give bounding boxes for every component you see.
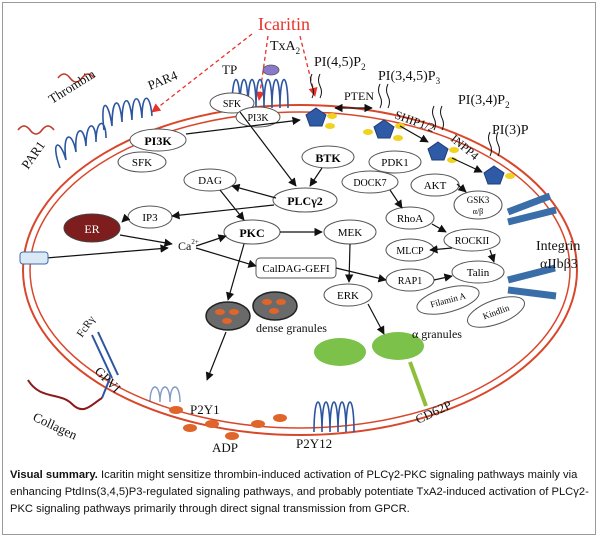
- txa2-label: TxA2: [270, 39, 300, 56]
- pi345p3-label: PI(3,4,5)P3: [378, 69, 441, 86]
- collagen-label: Collagen: [31, 409, 80, 443]
- p2y12-receptor: [313, 401, 355, 433]
- collagen-fiber: [27, 379, 103, 410]
- fcrg-label: FcRγ: [75, 314, 98, 340]
- thrombin-label: Thrombin: [46, 66, 98, 107]
- btk-text: BTK: [315, 151, 341, 165]
- pdk1-node: [368, 150, 422, 174]
- par4-label: PAR4: [146, 67, 180, 93]
- p2y12-label: P2Y12: [296, 436, 332, 451]
- pi45p2-label: PI(4,5)P2: [314, 55, 366, 72]
- signaling-arrows: [121, 111, 496, 381]
- dag-node: [183, 168, 237, 192]
- calcium-channel: [19, 251, 49, 265]
- icaritin-arrow-par: [151, 33, 253, 113]
- caption-title: Visual summary.: [10, 469, 98, 481]
- talin-node: [451, 260, 505, 284]
- p2y1-receptor: [149, 386, 181, 403]
- plcg2-text: PLCγ2: [287, 194, 323, 208]
- sfk-par-text: SFK: [132, 157, 152, 169]
- gsk3-text: GSK3: [467, 195, 490, 205]
- integrin-subunit-label: αIIbβ3: [540, 257, 578, 272]
- cd62p-receptor: [408, 361, 428, 407]
- gpvi-receptor: [91, 331, 119, 399]
- pi3k-tp-text: PI3K: [247, 113, 269, 124]
- pi34p2-molecule: [427, 105, 459, 163]
- rhoa-node: [385, 206, 435, 230]
- par4-receptor: [102, 97, 153, 131]
- er-to-ca-arrow: [119, 234, 173, 247]
- rhoa-text: RhoA: [397, 213, 423, 225]
- dense-granules-label: dense granules: [256, 321, 327, 335]
- pten-label: PTEN: [344, 89, 374, 103]
- sfk-par-node: [117, 151, 167, 173]
- dense-granule-2: [252, 291, 298, 321]
- icaritin-label: Icaritin: [258, 14, 310, 34]
- channel-arrow: [45, 244, 169, 259]
- pi3k-par-text: PI3K: [144, 134, 172, 148]
- ip3-text: IP3: [142, 212, 158, 224]
- erk-text: ERK: [337, 290, 359, 302]
- txa2-ligand: [262, 64, 280, 76]
- dense-granule-1: [205, 301, 251, 331]
- rockii-node: [443, 228, 501, 252]
- ca-text: Ca2+: [178, 238, 199, 253]
- par1-label: PAR1: [18, 138, 48, 172]
- btk-node: [301, 145, 355, 169]
- p2y1-label: P2Y1: [190, 402, 220, 417]
- akt-text: AKT: [424, 180, 447, 192]
- rockii-text: ROCKII: [455, 236, 489, 247]
- gsk3-sub-text: α/β: [473, 207, 483, 216]
- icaritin-arrow-tp: [255, 35, 269, 101]
- thrombin-wave-2: [17, 125, 55, 135]
- sfk-tp-text: SFK: [223, 99, 242, 110]
- tp-label: TP: [222, 62, 237, 77]
- pdk1-text: PDK1: [381, 157, 409, 169]
- pi3k-par-node: [129, 128, 187, 152]
- pip3-molecule: [363, 83, 405, 141]
- er-text: ER: [84, 222, 99, 236]
- gpvi-label: GPVI: [92, 364, 124, 396]
- cell-membrane-outer: [22, 104, 578, 436]
- pi3p-molecule: [483, 131, 515, 185]
- cd62p-label: CD62P: [413, 397, 454, 427]
- sfk-tp-node: [209, 92, 255, 114]
- inpp4-arrow: [451, 157, 483, 173]
- mlcp-text: MLCP: [396, 246, 424, 257]
- adp-label: ADP: [212, 440, 238, 455]
- talin-text: Talin: [467, 267, 490, 279]
- mek-text: MEK: [338, 227, 363, 239]
- figure-caption: Visual summary. Icaritin might sensitize…: [10, 467, 592, 518]
- filamin-node: [416, 285, 480, 315]
- erk-node: [323, 283, 373, 307]
- rap1-text: RAP1: [398, 276, 422, 287]
- adp-molecules: [169, 406, 287, 440]
- integrin-label: Integrin: [536, 239, 580, 254]
- alpha-granule-1: [314, 338, 366, 366]
- gsk3-node: [453, 190, 503, 220]
- ship-arrow: [399, 125, 429, 143]
- er-node: [63, 213, 121, 243]
- thrombin-wave-1: [57, 73, 95, 83]
- pi3p-label: PI(3)P: [492, 123, 529, 138]
- kindlin-node: [467, 296, 525, 328]
- plcg2-node: [272, 187, 338, 213]
- ship12-label: SHIP1/2: [393, 108, 437, 135]
- alpha-granules-label: α granules: [412, 327, 462, 341]
- pip2-molecule: [305, 73, 337, 129]
- cell-membrane-inner: [29, 111, 571, 429]
- dock7-text: DOCK7: [353, 178, 386, 189]
- caption-text: Icaritin might sensitize thrombin-induce…: [10, 469, 589, 515]
- dag-text: DAG: [198, 175, 222, 187]
- caldag-text: CalDAG-GEFI: [262, 263, 330, 275]
- pkc-text: PKC: [239, 226, 264, 240]
- dock7-node: [341, 170, 399, 194]
- par1-receptor: [55, 122, 107, 169]
- pi34p2-label: PI(3,4)P2: [458, 93, 510, 110]
- figure-frame: [2, 2, 596, 535]
- signaling-diagram: Icaritin TxA2 TP Thrombin PAR4 PAR1 PI(4…: [17, 14, 580, 455]
- integrin-receptor: [506, 192, 557, 300]
- alpha-granule-2: [372, 332, 424, 360]
